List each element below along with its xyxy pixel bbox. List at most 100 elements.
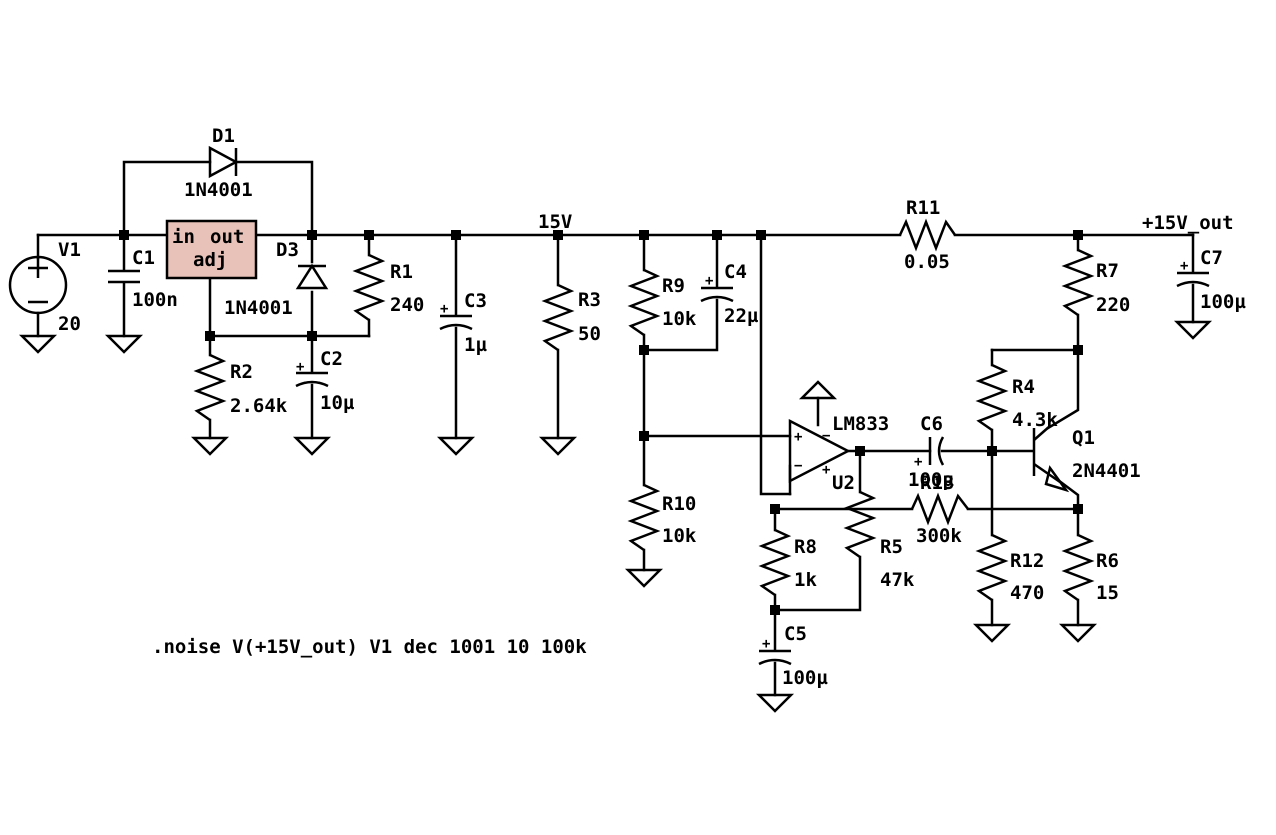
ground-icon xyxy=(1173,320,1213,340)
r11-resistor[interactable]: R11 0.05 xyxy=(898,197,957,273)
d3-diode[interactable]: D3 1N4001 xyxy=(224,239,329,319)
d3-value-label: 1N4001 xyxy=(224,297,293,319)
r6-ref-label: R6 xyxy=(1096,550,1119,572)
u2-value-label: LM833 xyxy=(832,413,889,435)
svg-text:+: + xyxy=(705,273,713,289)
ground-icon xyxy=(972,623,1012,643)
d1-diode[interactable]: D1 1N4001 xyxy=(184,125,253,201)
ground-icon xyxy=(538,436,578,456)
r2-resistor[interactable]: R2 2.64k xyxy=(193,353,288,422)
r5-resistor[interactable]: R5 47k xyxy=(843,490,915,591)
c1-capacitor[interactable]: C1 100n xyxy=(108,247,178,311)
r2-value-label: 2.64k xyxy=(230,395,288,417)
c4-value-label: 22µ xyxy=(724,305,759,327)
r7-value-label: 220 xyxy=(1096,294,1130,316)
svg-text:+: + xyxy=(794,429,802,445)
ground-icon xyxy=(755,693,795,713)
c6-value-label: 100µ xyxy=(908,469,954,491)
r9-value-label: 10k xyxy=(662,308,697,330)
net-label-15v: 15V xyxy=(538,211,572,233)
r13-ref-label: R13 xyxy=(920,472,954,494)
r7-resistor[interactable]: R7 220 xyxy=(1061,248,1130,317)
ground-symbols xyxy=(18,320,1213,713)
ground-icon xyxy=(18,334,58,354)
r5-ref-label: R5 xyxy=(880,536,903,558)
c3-capacitor[interactable]: + C3 1µ xyxy=(439,290,487,356)
r9-resistor[interactable]: R9 10k xyxy=(627,268,697,337)
svg-text:+: + xyxy=(822,462,830,478)
net-label-15v-out: +15V_out xyxy=(1142,212,1234,234)
r11-value-label: 0.05 xyxy=(904,251,950,273)
r1-resistor[interactable]: R1 240 xyxy=(352,253,424,322)
ground-icon xyxy=(624,568,664,588)
c5-value-label: 100µ xyxy=(782,667,828,689)
svg-text:+: + xyxy=(762,636,770,652)
wires xyxy=(36,160,1195,697)
ground-icon xyxy=(104,334,144,354)
q1-ref-label: Q1 xyxy=(1072,427,1095,449)
r5-value-label: 47k xyxy=(880,569,915,591)
r12-value-label: 470 xyxy=(1010,582,1044,604)
c1-ref-label: C1 xyxy=(132,247,155,269)
d1-value-label: 1N4001 xyxy=(184,179,253,201)
r8-resistor[interactable]: R8 1k xyxy=(758,528,817,597)
c5-capacitor[interactable]: + C5 100µ xyxy=(758,623,828,689)
regulator-adj-pin-label: adj xyxy=(193,249,227,271)
voltage-regulator[interactable]: in out adj xyxy=(165,219,258,280)
r8-value-label: 1k xyxy=(794,569,817,591)
regulator-in-pin-label: in xyxy=(172,226,195,248)
r4-value-label: 4.3k xyxy=(1012,409,1058,431)
r3-ref-label: R3 xyxy=(578,289,601,311)
junctions xyxy=(119,230,1083,615)
r2-ref-label: R2 xyxy=(230,361,253,383)
v1-value-label: 20 xyxy=(58,313,81,335)
c7-ref-label: C7 xyxy=(1200,247,1223,269)
r12-resistor[interactable]: R12 470 xyxy=(975,533,1044,604)
r6-value-label: 15 xyxy=(1096,582,1119,604)
r12-ref-label: R12 xyxy=(1010,550,1044,572)
ground-icon xyxy=(436,436,476,456)
svg-text:+: + xyxy=(296,359,304,375)
svg-text:+: + xyxy=(914,454,922,470)
r10-value-label: 10k xyxy=(662,525,697,547)
c1-value-label: 100n xyxy=(132,289,178,311)
svg-text:−: − xyxy=(794,458,802,474)
r8-ref-label: R8 xyxy=(794,536,817,558)
u2-ref-label: U2 xyxy=(832,472,855,494)
q1-npn-transistor[interactable]: Q1 2N4401 xyxy=(1032,425,1141,493)
r3-value-label: 50 xyxy=(578,323,601,345)
c6-capacitor[interactable]: + C6 100µ xyxy=(908,413,954,491)
r7-ref-label: R7 xyxy=(1096,260,1119,282)
r13-value-label: 300k xyxy=(916,525,962,547)
c2-ref-label: C2 xyxy=(320,348,343,370)
regulator-out-pin-label: out xyxy=(210,226,244,248)
c2-capacitor[interactable]: + C2 10µ xyxy=(295,348,355,414)
ground-icon xyxy=(292,436,332,456)
c4-ref-label: C4 xyxy=(724,261,747,283)
svg-text:−: − xyxy=(822,428,830,444)
r10-resistor[interactable]: R10 10k xyxy=(627,483,697,552)
r1-value-label: 240 xyxy=(390,294,424,316)
c6-ref-label: C6 xyxy=(920,413,943,435)
r4-resistor[interactable]: R4 4.3k xyxy=(975,363,1058,432)
r1-ref-label: R1 xyxy=(390,261,413,283)
c3-ref-label: C3 xyxy=(464,290,487,312)
c4-capacitor[interactable]: + C4 22µ xyxy=(700,261,759,327)
r6-resistor[interactable]: R6 15 xyxy=(1061,533,1119,604)
c7-value-label: 100µ xyxy=(1200,291,1246,313)
u2-opamp[interactable]: + − − + LM833 U2 xyxy=(788,413,889,494)
svg-text:+: + xyxy=(1180,258,1188,274)
v1-ref-label: V1 xyxy=(58,239,81,261)
r13-resistor[interactable]: R13 300k xyxy=(910,472,969,547)
d3-ref-label: D3 xyxy=(276,239,299,261)
svg-text:+: + xyxy=(440,301,448,317)
r4-ref-label: R4 xyxy=(1012,376,1035,398)
spice-directive[interactable]: .noise V(+15V_out) V1 dec 1001 10 100k xyxy=(152,636,587,658)
c2-value-label: 10µ xyxy=(320,392,355,414)
r9-ref-label: R9 xyxy=(662,275,685,297)
r3-resistor[interactable]: R3 50 xyxy=(541,283,601,352)
v1-voltage-source[interactable]: V1 20 xyxy=(8,239,81,338)
c7-capacitor[interactable]: + C7 100µ xyxy=(1176,247,1246,313)
ground-icon xyxy=(1058,623,1098,643)
c5-ref-label: C5 xyxy=(784,623,807,645)
